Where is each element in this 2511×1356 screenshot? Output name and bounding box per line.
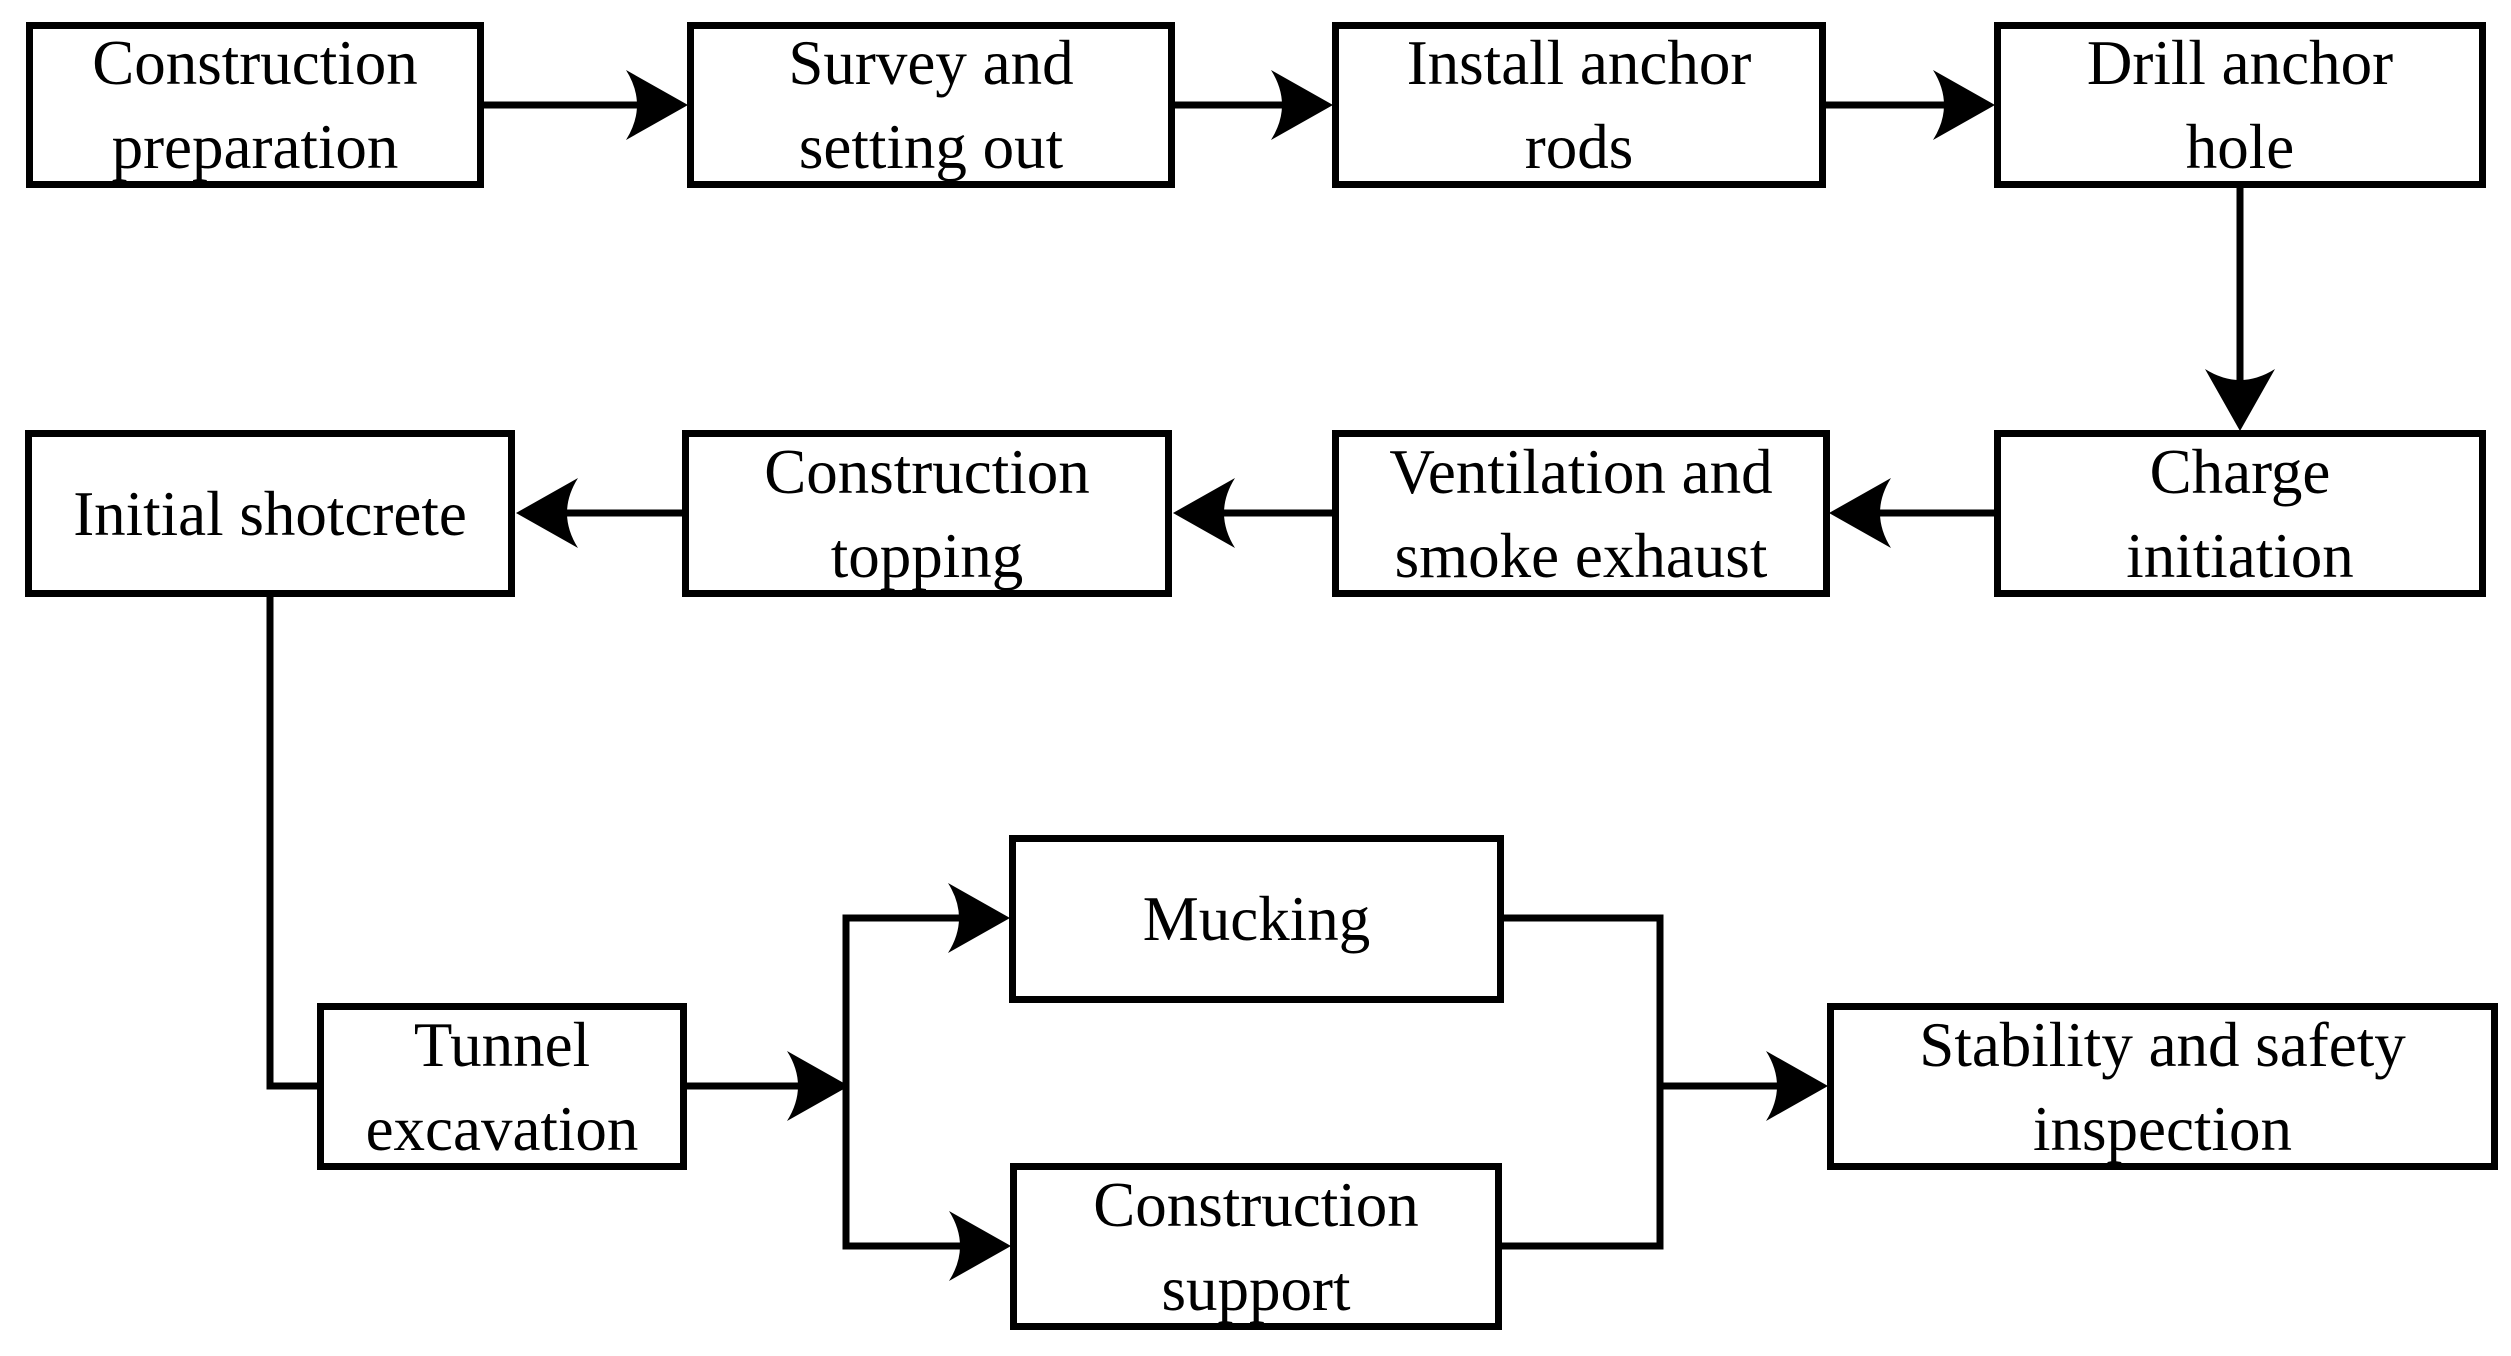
node-label: Drill anchor hole	[2086, 28, 2394, 182]
node-label: Mucking	[1142, 884, 1371, 954]
node-install-anchor-rods: Install anchor rods	[1332, 22, 1826, 188]
arrowhead-right-icon	[1766, 1051, 1828, 1121]
node-label: Survey and setting out	[788, 28, 1074, 182]
node-ventilation-smoke-exhaust: Ventilation and smoke exhaust	[1332, 430, 1830, 597]
node-stability-safety-inspection: Stability and safety inspection	[1827, 1003, 2498, 1170]
edge-ventilation-to-topping	[1173, 478, 1332, 548]
node-label: Install anchor rods	[1406, 28, 1752, 182]
arrowhead-right-icon	[948, 883, 1010, 953]
edge-drill-to-charge	[2205, 188, 2275, 431]
arrowhead-right-icon	[1271, 70, 1333, 140]
node-tunnel-excavation: Tunnel excavation	[317, 1003, 687, 1170]
node-construction-support: Construction support	[1010, 1163, 1502, 1330]
arrowhead-left-icon	[1173, 478, 1235, 548]
node-drill-anchor-hole: Drill anchor hole	[1994, 22, 2486, 188]
node-mucking: Mucking	[1009, 835, 1504, 1003]
node-label: Ventilation and smoke exhaust	[1389, 436, 1773, 591]
arrowhead-right-icon	[626, 70, 688, 140]
arrowhead-right-icon	[1933, 70, 1995, 140]
edge-split-branch	[842, 883, 1011, 1281]
edge-survey-to-install	[1175, 70, 1333, 140]
edge-shotcrete-to-tunnel	[266, 597, 317, 1090]
node-construction-topping: Construction topping	[682, 430, 1172, 597]
node-survey-setting-out: Survey and setting out	[687, 22, 1175, 188]
edge-charge-to-ventilation	[1829, 478, 1994, 548]
arrowhead-down-icon	[2205, 369, 2275, 431]
edge-merge-rail	[1502, 914, 1664, 1250]
node-initial-shotcrete: Initial shotcrete	[25, 430, 515, 597]
node-label: Construction topping	[764, 436, 1090, 591]
arrowhead-left-icon	[1829, 478, 1891, 548]
node-label: Initial shotcrete	[73, 478, 467, 549]
edge-merge-to-stability	[1660, 1051, 1828, 1121]
node-label: Construction support	[1093, 1169, 1419, 1324]
node-label: Stability and safety inspection	[1919, 1009, 2406, 1164]
node-charge-initiation: Charge initiation	[1994, 430, 2486, 597]
node-label: Charge initiation	[2126, 436, 2354, 591]
edge-topping-to-shotcrete	[516, 478, 682, 548]
node-label: Tunnel excavation	[365, 1009, 639, 1164]
edge-preparation-to-survey	[484, 70, 688, 140]
node-construction-preparation: Construction preparation	[26, 22, 484, 188]
node-label: Construction preparation	[92, 28, 418, 182]
arrowhead-right-icon	[787, 1051, 849, 1121]
edge-install-to-drill	[1826, 70, 1995, 140]
arrowhead-left-icon	[516, 478, 578, 548]
edge-tunnel-to-split	[687, 1051, 849, 1121]
arrowhead-right-icon	[949, 1211, 1011, 1281]
